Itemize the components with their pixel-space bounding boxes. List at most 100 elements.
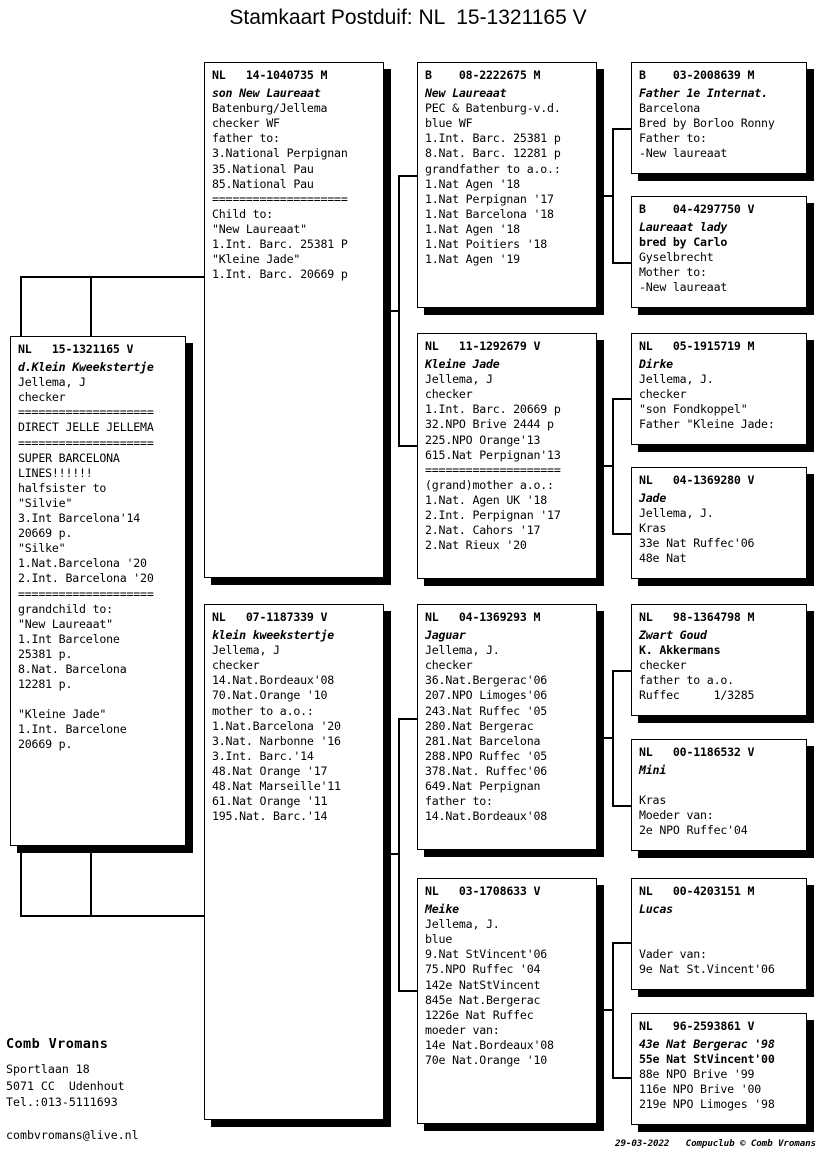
box-text-line: 2.Nat Rieux '20 xyxy=(425,538,527,553)
box-text-line: "son Fondkoppel" xyxy=(639,402,748,417)
box-text-line: Bred by Borloo Ronny xyxy=(639,116,775,131)
box-text-line: Moeder van: xyxy=(639,808,714,823)
box-text-line: 48.Nat Orange '17 xyxy=(212,763,328,778)
box-text-line: klein kweekstertje xyxy=(212,628,335,643)
box-text-line: 1.Nat.Barcelona '20 xyxy=(18,556,147,571)
box-text-line: 1.Int Barcelone xyxy=(18,631,120,646)
box-body: Lucas Vader van:9e Nat St.Vincent'06 xyxy=(639,902,800,977)
box-text-line: -New laureaat xyxy=(639,280,728,295)
box-text-line: 116e NPO Brive '00 xyxy=(639,1082,762,1097)
ring-number: NL 14-1040735 M xyxy=(212,68,328,82)
box-text-line: 243.Nat Ruffec '05 xyxy=(425,703,548,718)
pedigree-box-great-7[interactable]: NL 00-4203151 M Lucas Vader van:9e Nat S… xyxy=(631,878,807,990)
page-title: Stamkaart Postduif: NL 15-1321165 V xyxy=(229,6,587,29)
box-text-line: Jellema, J. xyxy=(425,917,500,932)
connector-h-subject-top xyxy=(20,276,91,278)
box-text-line xyxy=(639,778,800,793)
box-text-line: blue xyxy=(425,932,453,947)
box-text-line xyxy=(18,692,179,707)
pedigree-box-great-1[interactable]: B 03-2008639 M Father 1e Internat.Barcel… xyxy=(631,62,807,174)
box-text-line: son New Laureaat xyxy=(212,86,321,101)
box-text-line: Jellema, J. xyxy=(639,372,714,387)
box-text-line: grandfather to a.o.: xyxy=(425,161,561,176)
ring-number: NL 96-2593861 V xyxy=(639,1019,755,1033)
box-text-line: 35.National Pau xyxy=(212,161,314,176)
box-text-line: 1.Nat. Agen UK '18 xyxy=(425,492,548,507)
box-text-line: 20669 p. xyxy=(18,526,73,541)
ring-number: B 04-4297750 V xyxy=(639,202,755,216)
box-text-line: 48.Nat Marseille'11 xyxy=(212,779,341,794)
connector-h-gen4-3b xyxy=(612,805,632,807)
connector-h-gen2-b xyxy=(378,853,399,855)
box-text-line: 43e Nat Bergerac '98 xyxy=(639,1037,775,1052)
box-text-line: 1.Nat Agen '18 xyxy=(425,221,520,236)
box-text-line: 288.NPO Ruffec '05 xyxy=(425,748,548,763)
box-text-line: 1226e Nat Ruffec xyxy=(425,1007,534,1022)
box-text-line: Father "Kleine Jade: xyxy=(639,417,775,432)
box-text-line: 2.Int. Perpignan '17 xyxy=(425,508,561,523)
ring-number: NL 04-1369280 V xyxy=(639,473,755,487)
box-text-line: 225.NPO Orange'13 xyxy=(425,432,541,447)
box-text-line: 88e NPO Brive '99 xyxy=(639,1067,755,1082)
box-text-line: -New laureaat xyxy=(639,146,728,161)
box-text-line: Jellema, J. xyxy=(425,643,500,658)
box-text-line: Barcelona xyxy=(639,101,701,116)
box-text-line: blue WF xyxy=(425,116,473,131)
box-text-line: 33e Nat Ruffec'06 xyxy=(639,536,755,551)
box-text-line: 195.Nat. Barc.'14 xyxy=(212,809,328,824)
box-text-line: Mini xyxy=(639,763,667,778)
ring-number: NL 00-4203151 M xyxy=(639,884,755,898)
box-text-line: 8.Nat. Barc. 12281 p xyxy=(425,146,561,161)
box-text-line: d.Klein Kweekstertje xyxy=(18,360,154,375)
connector-h-gen4-2a xyxy=(612,398,632,400)
connector-h-gen3-a2 xyxy=(398,445,418,447)
box-text-line: Kras xyxy=(639,793,667,808)
box-text-line xyxy=(639,932,800,947)
box-text-line: Ruffec 1/3285 xyxy=(639,688,755,703)
box-text-line xyxy=(6,1111,236,1128)
box-text-line: 1.Nat.Barcelona '20 xyxy=(212,718,341,733)
box-text-line: checker xyxy=(639,658,687,673)
box-text-line: bred by Carlo xyxy=(639,235,728,250)
box-text-line: Sportlaan 18 xyxy=(6,1062,90,1076)
connector-h-gen4-3a xyxy=(612,670,632,672)
box-text-line: moeder van: xyxy=(425,1022,500,1037)
ring-number: B 08-2222675 M xyxy=(425,68,541,82)
box-text-line: 1.Nat Poitiers '18 xyxy=(425,237,548,252)
box-text-line: 1.Nat Agen '19 xyxy=(425,252,520,267)
box-text-line: Jellema, J xyxy=(425,372,493,387)
box-text-line: Child to: xyxy=(212,206,274,221)
box-text-line: Meike xyxy=(425,902,459,917)
box-text-line: SUPER BARCELONA xyxy=(18,450,120,465)
box-text-line: Vader van: xyxy=(639,947,707,962)
ring-number: NL 15-1321165 V xyxy=(18,342,134,356)
ring-number: NL 07-1187339 V xyxy=(212,610,328,624)
box-text-line: Laureaat lady xyxy=(639,220,728,235)
ring-number: B 03-2008639 M xyxy=(639,68,755,82)
box-text-line: "Silke" xyxy=(18,541,66,556)
box-text-line: Jellema, J xyxy=(212,643,280,658)
connector-h-gen3-2 xyxy=(593,465,613,467)
box-text-line: PEC & Batenburg-v.d. xyxy=(425,101,561,116)
connector-h-gen4-2b xyxy=(612,533,632,535)
box-text-line: 1.Int. Barc. 25381 p xyxy=(425,131,561,146)
